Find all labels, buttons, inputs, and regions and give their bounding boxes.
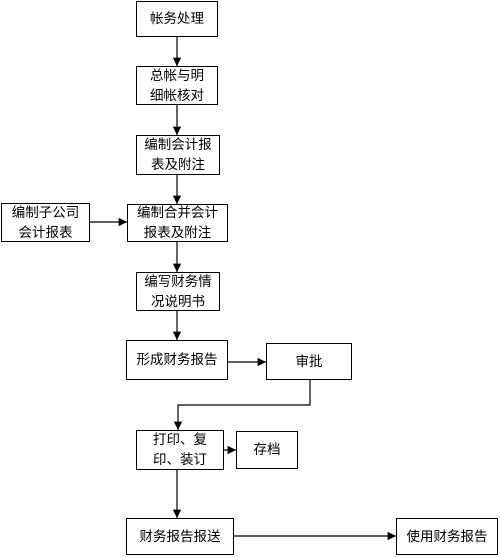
node-financial-notes: 编写财务情 况说明书 [136,272,220,311]
node-label: 编写财务情 况说明书 [144,273,212,310]
node-archive: 存档 [236,431,298,469]
node-reconcile: 总帐与明 细帐核对 [136,66,218,105]
node-label: 打印、复 印、装订 [153,432,207,468]
node-approval: 审批 [266,343,352,380]
node-label: 财务报告报送 [139,528,221,545]
node-ledger-processing: 帐务处理 [136,1,218,37]
node-consolidated-statements: 编制合并会计 报表及附注 [127,204,228,242]
node-label: 编制会计报 表及附注 [144,137,212,173]
node-label: 编制子公司 会计报表 [11,204,80,241]
node-label: 编制合并会计 报表及附注 [137,205,218,241]
node-form-report: 形成财务报告 [126,340,228,380]
node-label: 使用财务报告 [406,528,488,545]
node-label: 总帐与明 细帐核对 [150,67,204,104]
node-use-report: 使用财务报告 [396,518,498,555]
node-label: 存档 [253,442,281,458]
arrow-approval-to-print [173,380,311,430]
node-label: 审批 [295,353,323,370]
node-label: 形成财务报告 [136,352,218,368]
node-label: 帐务处理 [150,11,204,27]
node-print-bind: 打印、复 印、装订 [136,430,224,470]
node-prepare-statements: 编制会计报 表及附注 [136,135,220,175]
node-subsidiary-statements: 编制子公司 会计报表 [1,203,90,242]
node-submit-report: 财务报告报送 [126,518,234,555]
